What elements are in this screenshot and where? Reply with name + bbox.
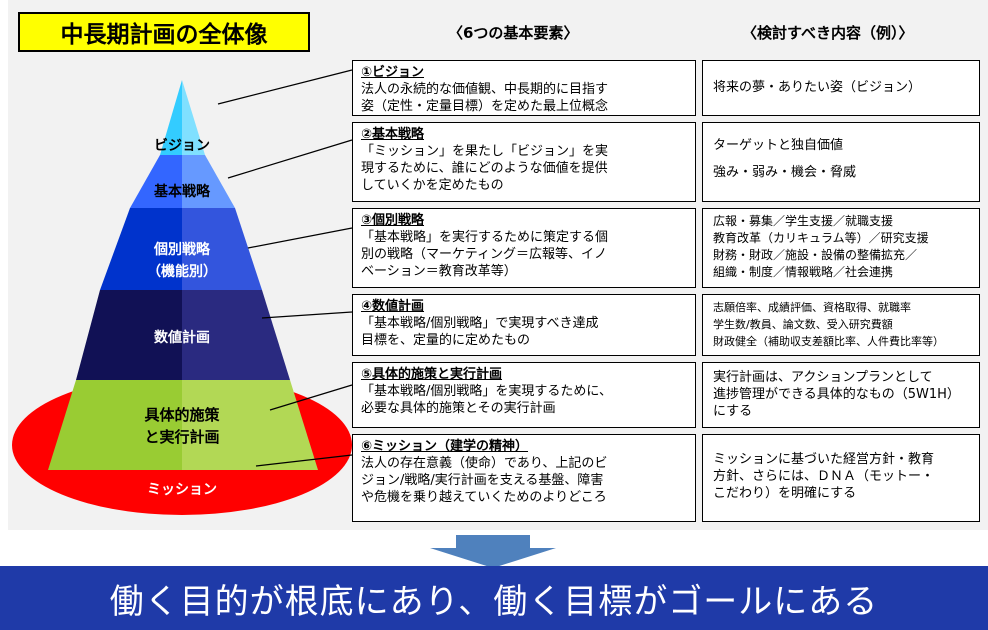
example-box-numeric-plan: 志願倍率、成績評価、資格取得、就職率 学生数/教員、論文数、受入研究費額 財政健… [702, 294, 980, 356]
individual-strategy-layer-left [100, 208, 182, 290]
example-text-line: 広報・募集／学生支援／就職支援 [713, 214, 894, 228]
example-text-line: にする [713, 404, 753, 419]
element-text-line: ベーション＝教育改革等） [361, 264, 517, 279]
basic-strategy-layer-right [182, 155, 235, 208]
individual-strategy-sub-label: （機能別） [147, 263, 217, 280]
element-text-line: していくかを定めたもの [361, 178, 504, 193]
element-box-numeric-plan: ④数値計画 「基本戦略/個別戦略」で実現すべき達成 目標を、定量的に定めたもの [352, 294, 696, 356]
example-text-line: ミッションに基づいた経営方針・教育 [713, 452, 935, 467]
element-text-line: や危機を乗り越えていくためのよりどころ [361, 490, 607, 505]
numeric-plan-layer-right [182, 290, 290, 380]
measures-label: 具体的施策 [144, 406, 220, 424]
example-box-vision: 将来の夢・ありたい姿（ビジョン） [702, 60, 980, 116]
individual-strategy-label: 個別戦略 [153, 241, 211, 258]
example-text-line: こだわり）を明確にする [713, 486, 857, 501]
element-box-basic-strategy: ②基本戦略 「ミッション」を果たし「ビジョン」を実 現するために、誰にどのような… [352, 122, 696, 202]
element-heading: ⑥ミッション（建学の精神） [361, 439, 529, 454]
example-text-line: 実行計画は、アクションプランとして [713, 370, 933, 385]
numeric-plan-label: 数値計画 [154, 329, 210, 346]
element-box-mission: ⑥ミッション（建学の精神） 法人の存在意義（使命）であり、上記のビ ジョン/戦略… [352, 434, 696, 522]
example-text-line: 財政健全（補助収支差額比率、人件費比率等） [713, 335, 944, 348]
element-box-measures: ⑤具体的施策と実行計画 「基本戦略/個別戦略」を実現するために、 必要な具体的施… [352, 362, 696, 428]
element-text-line: 別の戦略（マーケティング＝広報等、イノ [361, 247, 607, 262]
element-text-line: ジョン/戦略/実行計画を支える基盤、障害 [361, 473, 604, 488]
element-text-line: 目標を、定量的に定めたもの [361, 333, 531, 348]
element-heading: ②基本戦略 [361, 127, 425, 142]
elements-column-header: 〈6つの基本要素〉 [448, 24, 579, 42]
example-text-line: 組織・制度／情報戦略／社会連携 [713, 265, 894, 279]
example-text-line: 教育改革（カリキュラム等）／研究支援 [713, 231, 929, 245]
example-text-line: 学生数/教員、論文数、受入研究費額 [713, 318, 893, 331]
measures-layer-left [48, 380, 182, 470]
example-text-line: 将来の夢・ありたい姿（ビジョン） [713, 80, 922, 95]
element-text-line: 法人の存在意義（使命）であり、上記のビ [361, 456, 608, 471]
basic-strategy-layer-left [130, 155, 182, 208]
element-heading: ④数値計画 [361, 299, 425, 314]
connector-line-individual [247, 227, 353, 249]
element-text-line: 「ミッション」を果たし「ビジョン」を実 [361, 144, 609, 159]
example-box-mission: ミッションに基づいた経営方針・教育 方針、さらには、ＤＮＡ（モットー・ こだわり… [702, 434, 980, 522]
example-text-line: ターゲットと独自価値 [713, 138, 844, 153]
example-box-basic-strategy: ターゲットと独自価値 強み・弱み・機会・脅威 [702, 122, 980, 202]
vision-label: ビジョン [154, 138, 210, 154]
individual-strategy-layer-right [182, 208, 262, 290]
element-box-individual-strategy: ③個別戦略 「基本戦略」を実行するために策定する個 別の戦略（マーケティング＝広… [352, 208, 696, 288]
example-text-line: 方針、さらには、ＤＮＡ（モットー・ [713, 469, 935, 484]
vision-layer-right [182, 80, 205, 155]
element-box-vision: ①ビジョン 法人の永続的な価値観、中長期的に目指す 姿（定性・定量目標）を定めた… [352, 60, 696, 116]
numeric-plan-layer-left [76, 290, 182, 380]
element-text-line: 現するために、誰にどのような価値を提供 [361, 161, 608, 176]
measures-sub-label: と実行計画 [144, 428, 219, 446]
page-title: 中長期計画の全体像 [18, 12, 310, 52]
mission-label: ミッション [147, 482, 217, 498]
element-text-line: 必要な具体的施策とその実行計画 [361, 401, 556, 416]
element-text-line: 法人の永続的な価値観、中長期的に目指す [361, 82, 609, 97]
example-text-line: 進捗管理ができる具体的なもの（5W1H） [713, 387, 960, 402]
connector-line-basic [227, 139, 353, 179]
example-box-measures: 実行計画は、アクションプランとして 進捗管理ができる具体的なもの（5W1H） に… [702, 362, 980, 428]
connector-line-measures [269, 384, 353, 411]
connector-line-vision [217, 69, 353, 105]
element-text-line: 姿（定性・定量目標）を定めた最上位概念 [361, 99, 609, 114]
element-heading: ③個別戦略 [361, 213, 425, 228]
example-box-individual-strategy: 広報・募集／学生支援／就職支援 教育改革（カリキュラム等）／研究支援 財務・財政… [702, 208, 980, 288]
example-text-line: 強み・弱み・機会・脅威 [713, 165, 857, 180]
element-text-line: 「基本戦略/個別戦略」で実現すべき達成 [361, 316, 599, 331]
down-arrow-icon [430, 535, 556, 568]
connector-line-mission [255, 454, 353, 467]
contents-column-header: 〈検討すべき内容（例）〉 [742, 24, 914, 42]
vision-layer-left [160, 80, 182, 155]
conclusion-banner: 働く目的が根底にあり、働く目標がゴールにある [0, 566, 988, 630]
example-text-line: 財務・財政／施設・設備の整備拡充／ [713, 248, 918, 262]
basic-strategy-label: 基本戦略 [154, 183, 211, 200]
example-text-line: 志願倍率、成績評価、資格取得、就職率 [713, 301, 911, 314]
element-text-line: 「基本戦略/個別戦略」を実現するために、 [361, 384, 612, 399]
connector-line-numeric [261, 311, 353, 319]
element-heading: ⑤具体的施策と実行計画 [361, 367, 503, 382]
element-heading: ①ビジョン [361, 65, 425, 80]
element-text-line: 「基本戦略」を実行するために策定する個 [361, 230, 609, 245]
measures-layer-right [182, 380, 318, 470]
